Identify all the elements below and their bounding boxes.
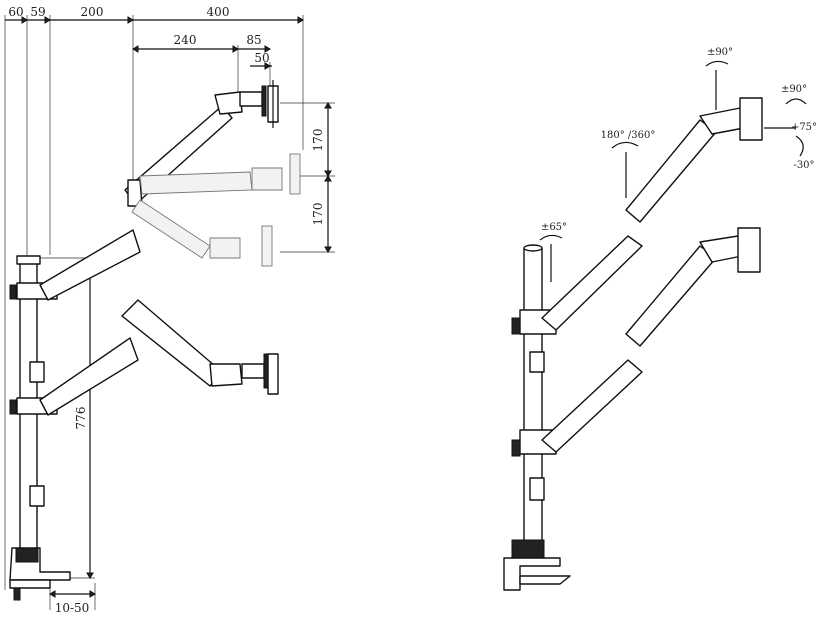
middle-position-ghost — [139, 153, 301, 195]
pole — [9, 255, 58, 559]
perspective-pole — [511, 244, 557, 549]
dim-pole-width: 59 — [30, 5, 45, 19]
dim-lower-arm: 200 — [81, 5, 104, 19]
tilt-head-arrow-icon — [705, 60, 729, 67]
rotation-indicators — [539, 60, 807, 282]
dim-total-reach: 400 — [207, 5, 230, 19]
angle-tilt-up: +75° — [791, 122, 816, 133]
dim-clamp-range: 10-50 — [55, 601, 90, 615]
dim-vertical-up: 170 — [311, 129, 325, 152]
angle-base-rotation: ±65° — [541, 222, 567, 233]
dim-pole-height: 776 — [74, 407, 88, 430]
perspective-lower-arm — [541, 227, 761, 453]
angle-swivel: 180° /360° — [601, 130, 656, 141]
swivel-arrow-icon — [611, 141, 639, 149]
dim-head-depth: 85 — [246, 33, 261, 47]
dim-vertical-down: 170 — [311, 203, 325, 226]
angle-tilt-head: ±90° — [707, 47, 733, 58]
dim-upper-arm: 240 — [174, 33, 197, 47]
lower-position-ghost — [131, 199, 273, 267]
dim-pole-offset: 60 — [8, 5, 23, 19]
base-rotation-arrow-icon — [539, 234, 563, 241]
rotation-arrow-icon — [785, 98, 807, 105]
tilt-arrow-icon — [795, 135, 804, 157]
side-elevation-view: 60 59 200 400 240 85 50 170 170 776 — [4, 5, 335, 615]
perspective-view: ±90° 180° /360° ±90° +75° -30° ±65° — [503, 47, 816, 591]
lower-arm-assembly — [39, 299, 279, 416]
dim-plate-depth: 50 — [254, 51, 269, 65]
perspective-upper-arm — [541, 97, 763, 331]
angle-rotation: ±90° — [781, 84, 807, 95]
desk-clamp — [9, 547, 71, 601]
angle-tilt-down: -30° — [793, 160, 814, 171]
perspective-clamp — [503, 539, 571, 591]
